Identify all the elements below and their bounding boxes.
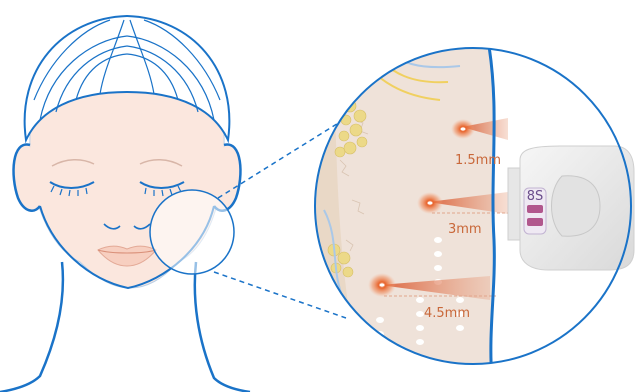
cheek-focus-circle <box>150 190 234 274</box>
face-illustration <box>0 16 250 392</box>
hifu-device: 8S <box>508 146 634 270</box>
neck-outline <box>0 262 63 392</box>
magnified-view: 8S 1.5mm 3mm 4.5mm <box>300 40 634 380</box>
depth-label-4-5mm: 4.5mm <box>424 306 470 321</box>
depth-label-3mm: 3mm <box>448 222 482 237</box>
device-badge-label: 8S <box>527 189 544 204</box>
depth-label-1-5mm: 1.5mm <box>455 153 501 168</box>
